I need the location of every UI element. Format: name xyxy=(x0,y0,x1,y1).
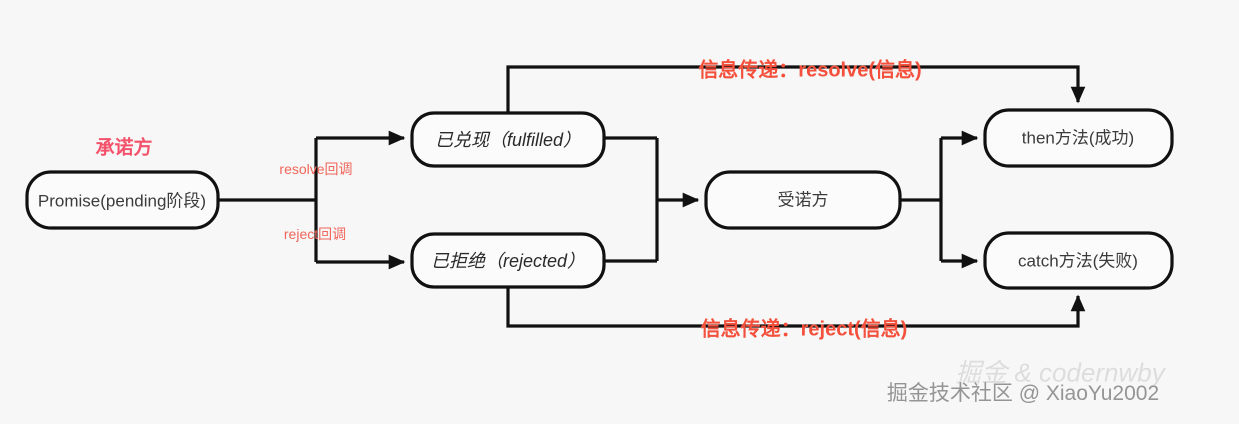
edge-reject-information-transfer xyxy=(506,287,1086,328)
node-catch[interactable] xyxy=(983,231,1174,290)
node-rejected[interactable] xyxy=(410,232,606,289)
edge-label-reject-callback: reject回调 xyxy=(283,226,347,242)
edge-resolve-information-transfer xyxy=(506,65,1086,113)
node-fulfilled[interactable] xyxy=(410,111,606,168)
edge-label-resolve-transfer: 信息传递：resolve(信息) xyxy=(698,59,922,82)
node-promise[interactable] xyxy=(25,170,220,230)
edge-label-resolve-callback: resolve回调 xyxy=(279,161,353,177)
annotation-promisor: 承诺方 xyxy=(95,137,153,159)
edge-label-reject-transfer: 信息传递：reject(信息) xyxy=(700,318,908,341)
node-receiver[interactable] xyxy=(704,170,902,230)
node-then[interactable] xyxy=(983,108,1174,168)
